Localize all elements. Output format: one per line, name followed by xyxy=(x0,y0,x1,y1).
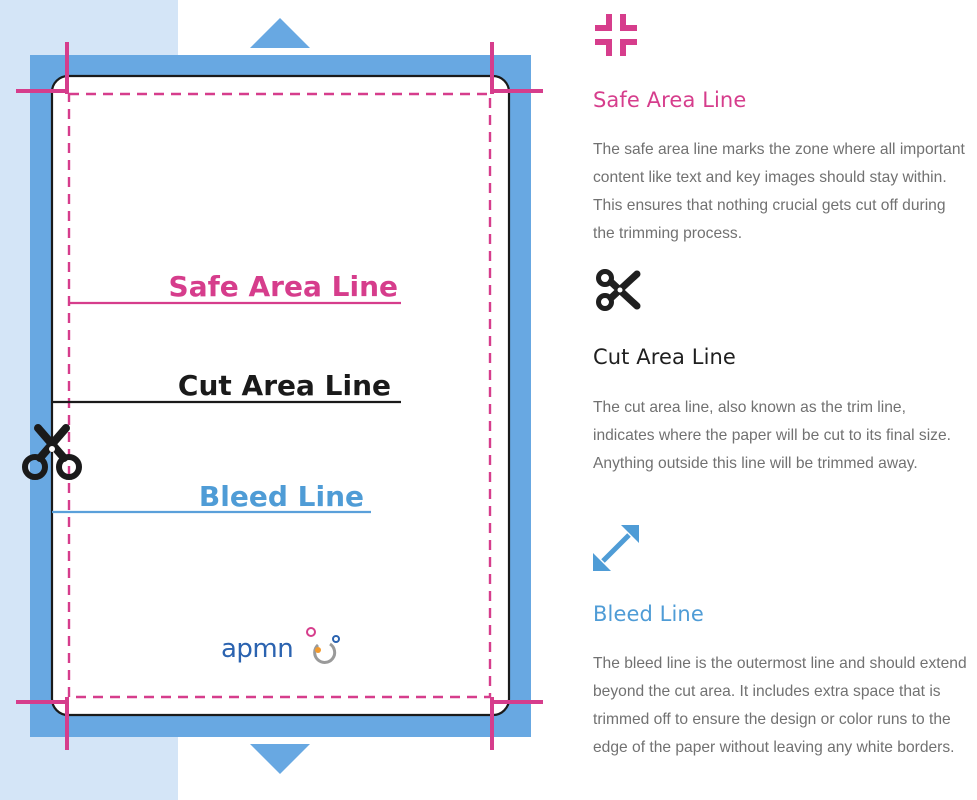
cut-area-title: Cut Area Line xyxy=(593,345,736,369)
expand-arrows-icon xyxy=(593,525,639,571)
cut-area-description: The cut area line, also known as the tri… xyxy=(593,399,951,472)
safe-area-title: Safe Area Line xyxy=(593,88,747,112)
apmn-logo: apmn xyxy=(221,627,340,664)
shrink-corners-icon xyxy=(595,14,637,56)
cut-area-page xyxy=(50,74,511,717)
bleed-title: Bleed Line xyxy=(593,602,704,626)
crop-marks xyxy=(16,42,543,750)
print-margins-diagram: Safe Area Line Cut Area Line Bleed Line … xyxy=(0,0,543,800)
safe-area-description: The safe area line marks the zone where … xyxy=(593,141,965,242)
explanation-panel: Safe Area Line The safe area line marks … xyxy=(593,0,973,800)
safe-area-label: Safe Area Line xyxy=(169,270,398,303)
arrow-down-icon xyxy=(250,744,310,774)
logo-text: apmn xyxy=(221,634,293,664)
cut-area-label: Cut Area Line xyxy=(178,369,391,402)
arrow-up-icon xyxy=(250,18,310,48)
scissors-icon xyxy=(22,424,82,480)
scissors-icon xyxy=(596,269,641,311)
safe-area-dashed-line xyxy=(67,92,492,699)
bleed-label: Bleed Line xyxy=(199,480,364,513)
bleed-description: The bleed line is the outermost line and… xyxy=(593,655,967,756)
